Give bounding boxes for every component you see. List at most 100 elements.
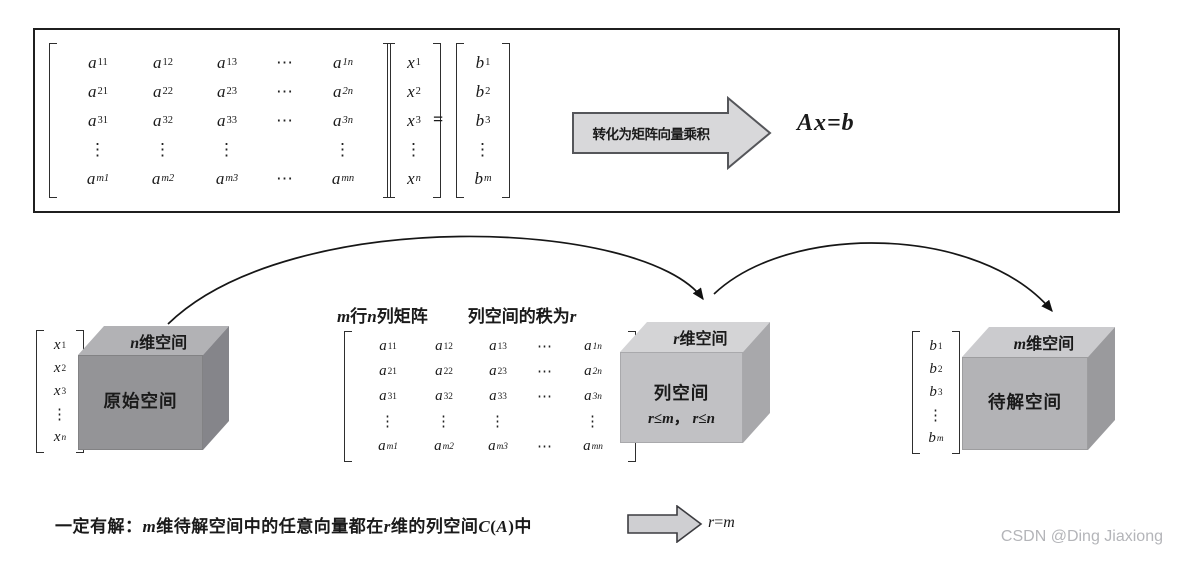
solution-space-top-label: m维空间 [989, 330, 1099, 354]
box-top-face [78, 326, 229, 355]
matrix-cell: ⋮ [474, 139, 492, 159]
box-top-face [962, 327, 1115, 357]
result-arrow [627, 504, 703, 548]
matrix-cell: ⋯ [537, 339, 553, 355]
matrix-cell: ⋮ [585, 414, 601, 430]
matrix-cell: ⋮ [52, 407, 68, 423]
right-arrow-icon [572, 95, 772, 171]
bracket-left [36, 330, 44, 453]
text-segment: r [708, 514, 715, 531]
text-segment: 行 [350, 307, 368, 326]
matrix-cell: ⋮ [89, 139, 107, 159]
box-top-face [620, 322, 770, 352]
text-segment: ( [490, 517, 497, 536]
matrix-cell: ⋯ [537, 364, 553, 380]
solution-space-front-label: 待解空间 [988, 392, 1062, 412]
bracket-left [344, 331, 352, 462]
bracket-right [502, 43, 510, 198]
text-segment: n [706, 411, 715, 427]
text-segment: = [714, 514, 724, 531]
bracket-left [49, 43, 57, 198]
matrix-header-rank: 列空间的秩为r [468, 302, 577, 327]
bracket-left [456, 43, 464, 198]
text-segment: m [723, 514, 735, 531]
watermark: CSDN @Ding Jiaxiong [1000, 528, 1163, 545]
matrix-cell [524, 409, 566, 434]
text-segment: n [130, 335, 140, 352]
matrix-cell: ⋮ [154, 139, 172, 159]
text-segment: m [1013, 336, 1027, 353]
matrix-cell: ⋯ [537, 389, 553, 405]
bracket-right [433, 43, 441, 198]
matrix-header-dims: m行n列矩阵 [337, 302, 428, 327]
column-space-box: r维空间 列空间 r≤m， r≤n [620, 322, 770, 443]
text-segment: 维待解空间中的任意向量都在 [156, 517, 384, 536]
text-segment: 维的列空间 [390, 517, 479, 536]
matrix-cell: ⋮ [436, 414, 452, 430]
matrix-cell: ⋯ [276, 168, 294, 188]
text-segment: A [496, 517, 509, 536]
original-space-top-label: n维空间 [104, 329, 213, 353]
text-segment: 维空间 [139, 335, 188, 352]
matrix-cell: ⋯ [537, 439, 553, 455]
matrix-cell [258, 135, 312, 164]
matrix-cell: ⋮ [490, 414, 506, 430]
equals-sign: = [433, 109, 444, 129]
matrix-cell: ⋯ [276, 52, 294, 72]
text-segment: C [478, 517, 491, 536]
transform-arrow-label: 转化为矩阵向量乘积 [592, 127, 711, 142]
text-segment: 维空间 [1026, 336, 1075, 353]
text-segment: m [337, 307, 351, 326]
transform-arrow: 转化为矩阵向量乘积 [572, 95, 772, 171]
text-segment: r [383, 517, 391, 536]
bracket-left [912, 331, 920, 454]
text-segment: 一定有解： [55, 517, 143, 536]
text-segment: r [673, 331, 680, 348]
